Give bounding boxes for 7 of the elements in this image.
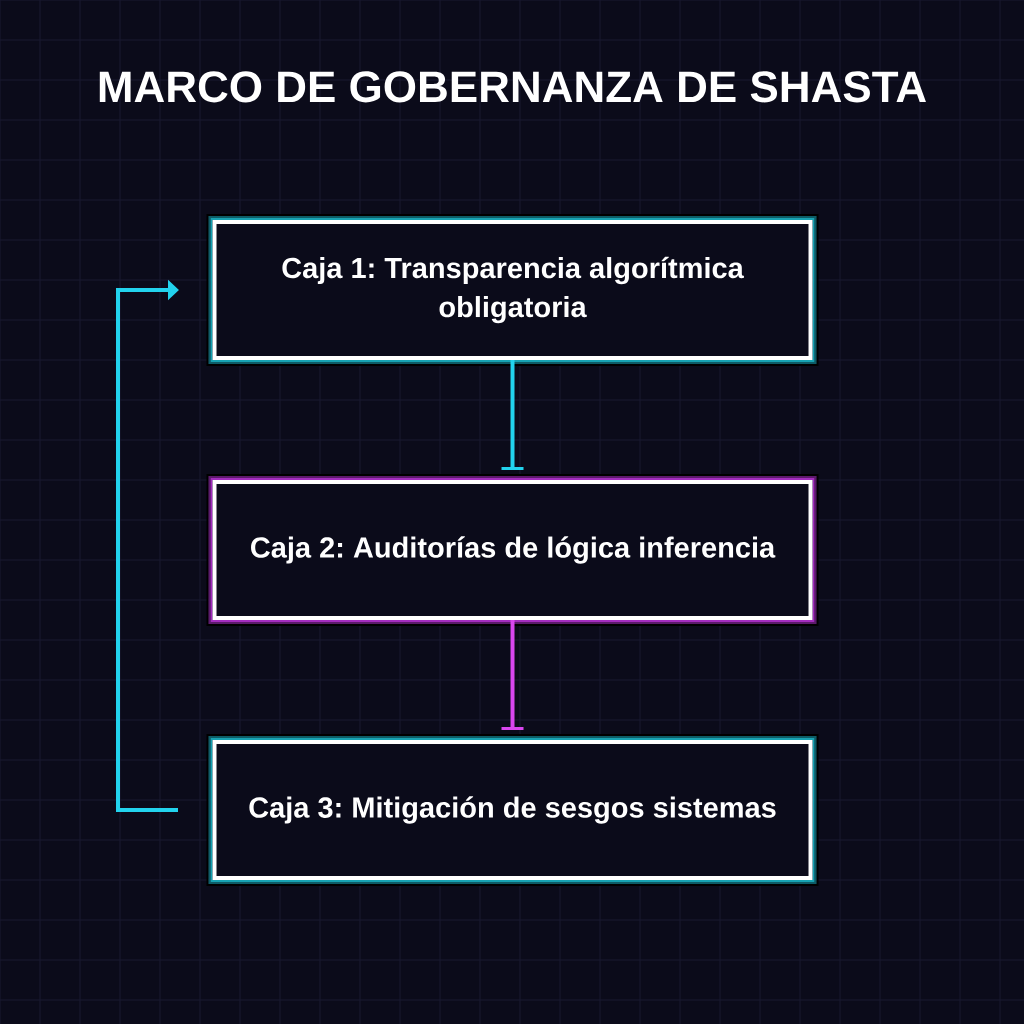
- connector: [501, 360, 524, 470]
- process-box: Caja 2: Auditorías de lógica inferencia: [206, 474, 819, 626]
- title: MARCO DE GOBERNANZA DE SHASTA: [99, 71, 926, 103]
- arrow: [116, 279, 179, 812]
- process-box: Caja 3: Mitigación de sesgos sistemas: [206, 734, 819, 886]
- process-box: Caja 1: Transparencia algorítmica obligatoria: [206, 214, 819, 366]
- connector: [501, 620, 524, 730]
